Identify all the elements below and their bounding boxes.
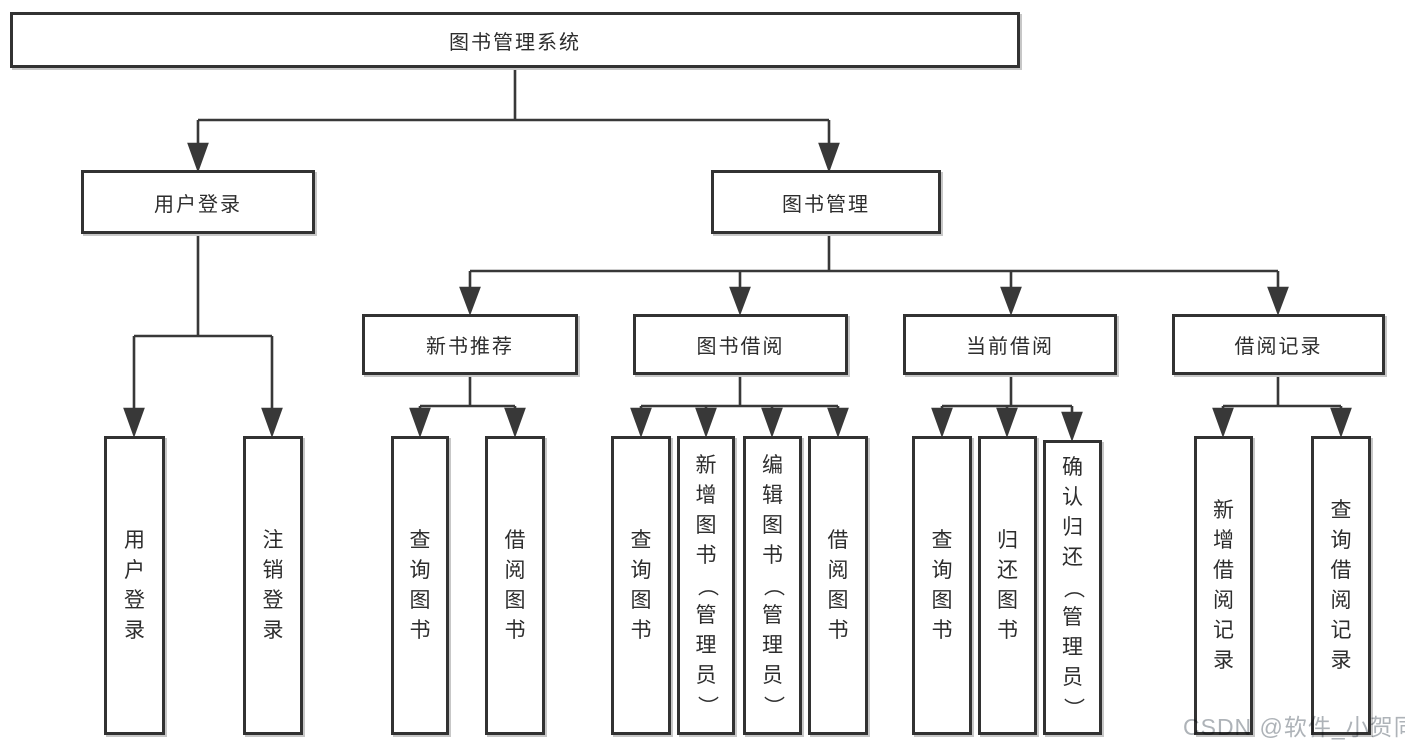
- leaf-user-login-label: 用户登录: [124, 528, 145, 642]
- node-book-borrow: 图书借阅: [633, 314, 848, 375]
- node-new-book-rec: 新书推荐: [362, 314, 578, 375]
- node-new-book-rec-label: 新书推荐: [426, 336, 514, 358]
- node-book-mgmt: 图书管理: [711, 170, 941, 234]
- node-user-login-label: 用户登录: [154, 193, 242, 216]
- node-root-label: 图书管理系统: [449, 31, 581, 54]
- leaf-query-books-3-label: 查询图书: [931, 528, 953, 642]
- node-current-borrow: 当前借阅: [903, 314, 1117, 375]
- leaf-query-books-1: 查询图书: [391, 436, 449, 735]
- node-borrow-records-label: 借阅记录: [1234, 336, 1323, 358]
- leaf-borrow-books-1: 借阅图书: [485, 436, 545, 735]
- leaf-query-books-2: 查询图书: [611, 436, 671, 735]
- leaf-query-borrow-record-label: 查询借阅记录: [1330, 498, 1352, 672]
- leaf-confirm-return-admin: 确认归还（管理员）: [1043, 440, 1102, 735]
- node-root: 图书管理系统: [10, 12, 1020, 68]
- leaf-add-borrow-record-label: 新增借阅记录: [1213, 498, 1234, 672]
- node-borrow-records: 借阅记录: [1172, 314, 1385, 375]
- csdn-watermark: CSDN @软件_小贺同学: [1183, 714, 1405, 740]
- leaf-add-books-admin-label: 新增图书（管理员）: [695, 453, 718, 717]
- leaf-add-borrow-record: 新增借阅记录: [1194, 436, 1253, 735]
- connector-borrow-records-to-leaves: [1212, 373, 1352, 438]
- connector-new-book-to-leaves: [409, 373, 526, 438]
- leaf-user-login: 用户登录: [104, 436, 165, 735]
- leaf-query-borrow-record: 查询借阅记录: [1311, 436, 1371, 735]
- leaf-edit-books-admin: 编辑图书（管理员）: [743, 436, 802, 735]
- leaf-borrow-books-1-label: 借阅图书: [504, 528, 526, 642]
- node-book-mgmt-label: 图书管理: [782, 193, 870, 216]
- connector-book-mgmt-to-level3: [459, 233, 1289, 316]
- node-current-borrow-label: 当前借阅: [966, 336, 1054, 358]
- leaf-add-books-admin: 新增图书（管理员）: [677, 436, 735, 735]
- leaf-logout: 注销登录: [243, 436, 303, 735]
- leaf-return-books-label: 归还图书: [997, 528, 1018, 642]
- leaf-return-books: 归还图书: [978, 436, 1037, 735]
- connector-root-to-level2: [187, 66, 840, 173]
- connector-user-login-to-leaves: [123, 233, 283, 438]
- leaf-borrow-books-2-label: 借阅图书: [827, 528, 849, 642]
- connector-current-borrow-to-leaves: [931, 373, 1083, 442]
- leaf-query-books-3: 查询图书: [912, 436, 972, 735]
- node-book-borrow-label: 图书借阅: [696, 336, 785, 358]
- leaf-borrow-books-2: 借阅图书: [808, 436, 868, 735]
- leaf-logout-label: 注销登录: [262, 528, 284, 642]
- connector-book-borrow-to-leaves: [630, 373, 849, 438]
- leaf-edit-books-admin-label: 编辑图书（管理员）: [761, 453, 785, 717]
- node-user-login: 用户登录: [81, 170, 315, 234]
- leaf-confirm-return-admin-label: 确认归还（管理员）: [1061, 455, 1085, 719]
- leaf-query-books-1-label: 查询图书: [409, 528, 431, 642]
- leaf-query-books-2-label: 查询图书: [630, 528, 652, 642]
